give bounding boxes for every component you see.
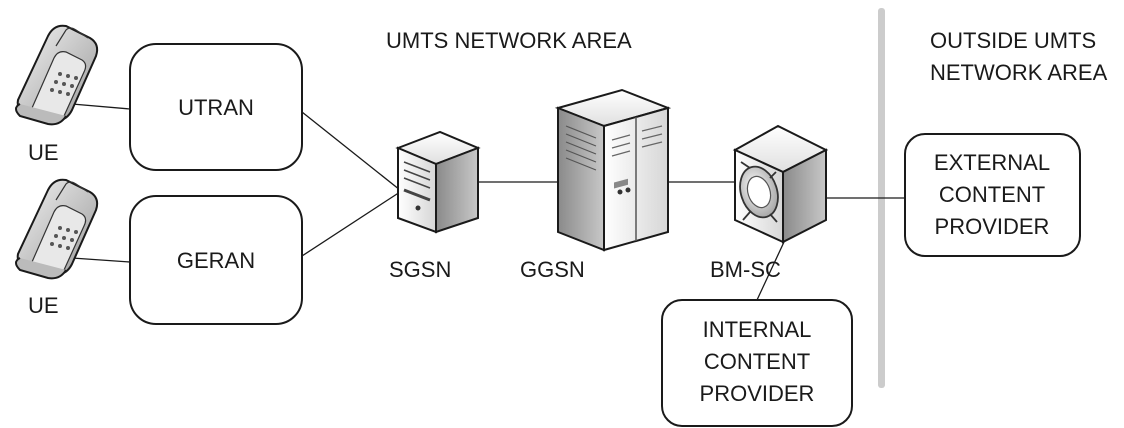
connections	[71, 103, 905, 301]
mobile-phone-icon	[15, 24, 99, 126]
external-provider-line1: EXTERNAL	[934, 150, 1050, 175]
external-content-provider: EXTERNAL CONTENT PROVIDER	[904, 133, 1081, 257]
external-provider-line3: PROVIDER	[935, 214, 1050, 239]
external-provider-line2: CONTENT	[939, 182, 1045, 207]
ue-label: UE	[28, 293, 59, 318]
outside-area-label-line2: NETWORK AREA	[930, 60, 1108, 85]
ue-2: UE	[15, 178, 99, 318]
broadcast-server-icon	[732, 124, 829, 244]
geran-node: GERAN	[129, 195, 303, 325]
sgsn-node: SGSN	[389, 130, 481, 282]
bmsc-node: BM-SC	[710, 124, 829, 282]
bmsc-label: BM-SC	[710, 257, 781, 282]
tower-server-icon	[395, 130, 481, 234]
geran-label: GERAN	[177, 248, 255, 273]
ggsn-label: GGSN	[520, 257, 585, 282]
internal-content-provider: INTERNAL CONTENT PROVIDER	[661, 299, 853, 427]
ue-1: UE	[15, 24, 99, 165]
mobile-phone-icon	[15, 178, 99, 280]
link-geran-sgsn	[301, 191, 401, 257]
outside-area-label-line1: OUTSIDE UMTS	[930, 28, 1096, 53]
ue-label: UE	[28, 140, 59, 165]
utran-node: UTRAN	[129, 43, 303, 171]
link-utran-sgsn	[301, 111, 401, 191]
link-ue1-utran	[71, 103, 131, 110]
link-ue2-geran	[71, 257, 131, 263]
ggsn-node: GGSN	[520, 88, 672, 282]
utran-label: UTRAN	[178, 95, 254, 120]
internal-provider-line3: PROVIDER	[700, 381, 815, 406]
internal-provider-line2: CONTENT	[704, 349, 810, 374]
umts-area-label: UMTS NETWORK AREA	[386, 28, 632, 53]
rack-server-icon	[554, 88, 672, 252]
internal-provider-line1: INTERNAL	[703, 317, 812, 342]
link-bmsc-internal	[756, 241, 785, 301]
sgsn-label: SGSN	[389, 257, 451, 282]
